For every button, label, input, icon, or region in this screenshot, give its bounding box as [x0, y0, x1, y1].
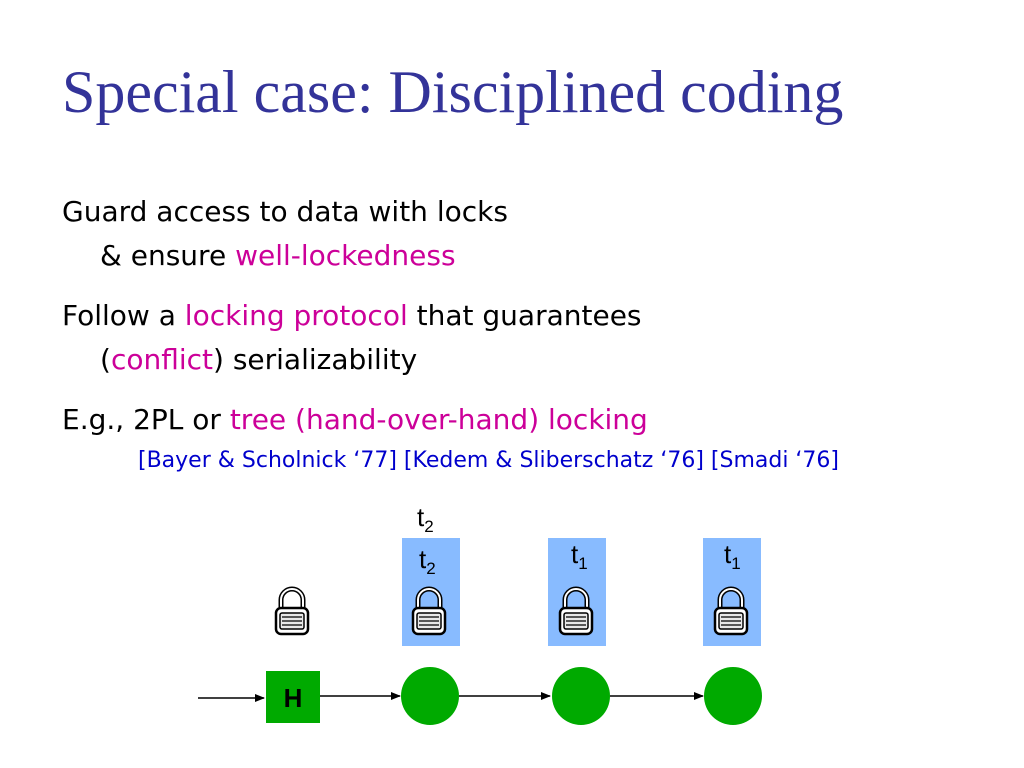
list-node-2 — [552, 667, 610, 725]
thread-label-node-2: t1 — [571, 539, 588, 573]
head-node-label: H — [284, 683, 303, 713]
bullet-2-prefix: Follow a — [62, 299, 185, 332]
bullet-1-line-1: Guard access to data with locks — [62, 190, 508, 234]
bullet-2-line-2-suffix: ) serializability — [213, 343, 418, 376]
thread-label-node-3: t1 — [724, 539, 741, 573]
bullet-2-open-paren: ( — [100, 343, 111, 376]
highlight-locking-protocol: locking protocol — [184, 299, 408, 332]
highlight-well-lockedness: well-lockedness — [235, 239, 456, 272]
bullet-3-prefix: E.g., 2PL or — [62, 403, 230, 436]
padlock-icon — [276, 589, 308, 634]
bullet-3-line-1: E.g., 2PL or tree (hand-over-hand) locki… — [62, 398, 648, 442]
bullet-1-line-2: & ensure well-lockedness — [100, 234, 456, 278]
bullet-1-line-2-prefix: & ensure — [100, 239, 236, 272]
bullet-1-text: Guard access to data with locks — [62, 195, 508, 228]
bullet-2-line-1: Follow a locking protocol that guarantee… — [62, 294, 642, 338]
highlight-conflict: conflict — [110, 343, 213, 376]
reference-citations: [Bayer & Scholnick ‘77] [Kedem & Slibers… — [138, 448, 839, 473]
thread-label-node-1: t2 — [419, 544, 436, 578]
slide-title: Special case: Disciplined coding — [62, 59, 844, 125]
bullet-2-line-2: (conflict) serializability — [100, 338, 417, 382]
thread-label-waiting: t2 — [417, 502, 434, 536]
bullet-2-suffix: that guarantees — [407, 299, 642, 332]
list-node-1 — [401, 667, 459, 725]
highlight-tree-locking: tree (hand-over-hand) locking — [229, 403, 648, 436]
list-node-3 — [704, 667, 762, 725]
head-node — [266, 671, 320, 723]
